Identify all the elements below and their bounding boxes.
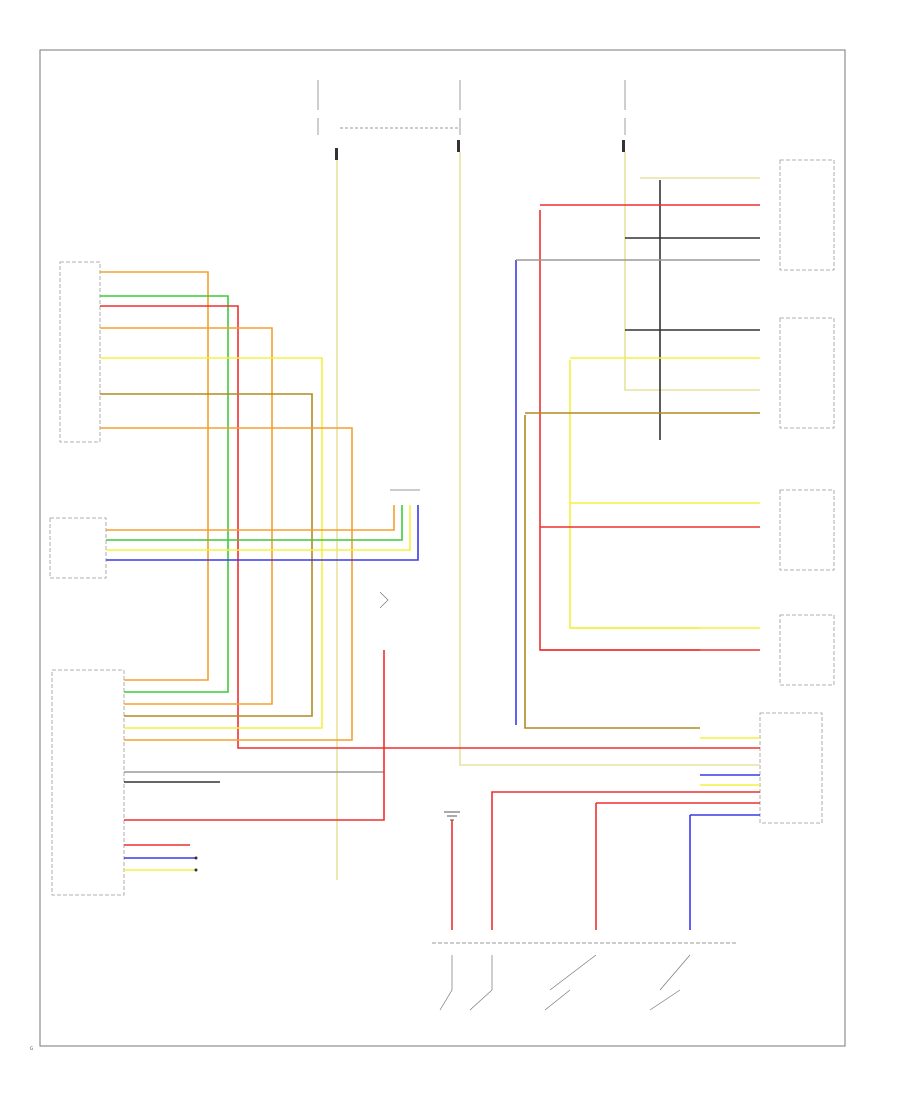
body-processor-bus	[491, 737, 760, 900]
left-ground-wires	[124, 591, 389, 872]
instrument-panel-harness	[106, 489, 420, 561]
vertical-trunk-wires	[336, 152, 760, 880]
component-boxes	[49, 159, 835, 896]
right-sensor-2-box	[779, 614, 835, 686]
diagram-frame	[39, 49, 846, 1047]
right-switch-wires	[525, 177, 760, 651]
right-switch-1-box	[779, 159, 835, 271]
left-switch-assembly	[59, 261, 101, 443]
instrument-panel-box	[49, 517, 107, 579]
right-sensor-1-box	[779, 489, 835, 571]
left-switch-harness	[100, 271, 700, 749]
right-switch-2-box	[779, 317, 835, 429]
supply-stubs	[317, 80, 626, 160]
bottom-switches	[432, 811, 738, 1011]
body-processor-module-box	[759, 712, 823, 824]
footer-label: G	[30, 1046, 33, 1051]
left-control-module-box	[51, 669, 125, 896]
